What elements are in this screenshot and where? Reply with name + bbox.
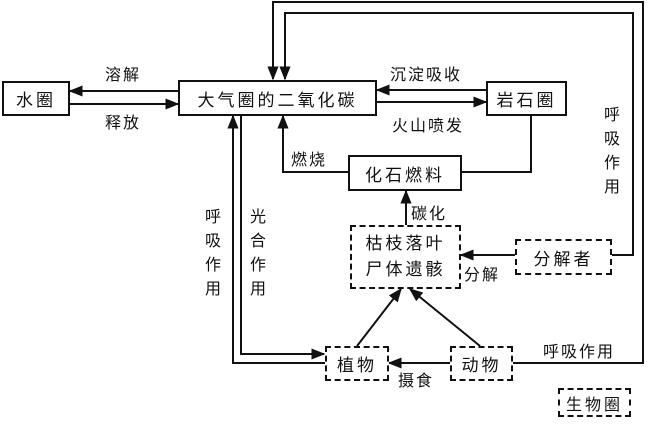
litter-line2: 尸体遗骸 — [365, 260, 446, 280]
label-respiration-decomposer: 呼吸作用 — [603, 105, 620, 196]
label-sediment-absorb: 沉淀吸收 — [390, 65, 463, 84]
arrow-animals-litter — [408, 288, 481, 347]
node-litter-remains: 枯枝落叶 尸体遗骸 — [350, 225, 461, 289]
label-respiration-animals: 呼吸作用 — [543, 342, 616, 361]
node-hydrosphere: 水圈 — [2, 81, 70, 116]
arrow-respiration-plants — [227, 114, 325, 364]
node-plants: 植物 — [325, 346, 389, 381]
label-combustion: 燃烧 — [291, 150, 328, 169]
node-lithosphere: 岩石圈 — [486, 81, 567, 116]
label-respiration-plants: 呼吸作用 — [204, 207, 221, 298]
label-photosynthesis: 光合作用 — [249, 207, 266, 298]
node-decomposer: 分解者 — [515, 239, 612, 275]
node-fossil-fuel: 化石燃料 — [348, 155, 462, 191]
litter-line1: 枯枝落叶 — [365, 234, 446, 254]
arrow-respiration-animals — [267, 1, 644, 364]
legend-biosphere: 生物圈 — [558, 388, 631, 417]
arrow-plants-litter — [356, 287, 402, 347]
label-dissolve: 溶解 — [105, 65, 142, 84]
arrow-respiration-decomposer — [279, 12, 634, 256]
label-volcano: 火山喷发 — [392, 116, 465, 135]
node-animals: 动物 — [450, 346, 513, 381]
label-carbonization: 碳化 — [411, 204, 448, 223]
arrow-photosynthesis — [240, 115, 326, 360]
label-decompose: 分解 — [464, 265, 501, 284]
line-rock-fossil — [461, 115, 532, 173]
label-release: 释放 — [105, 113, 142, 132]
arrow-combustion — [277, 114, 349, 173]
label-ingest: 摄食 — [398, 371, 435, 390]
node-atmosphere-co2: 大气圈的二氧化碳 — [178, 80, 377, 116]
